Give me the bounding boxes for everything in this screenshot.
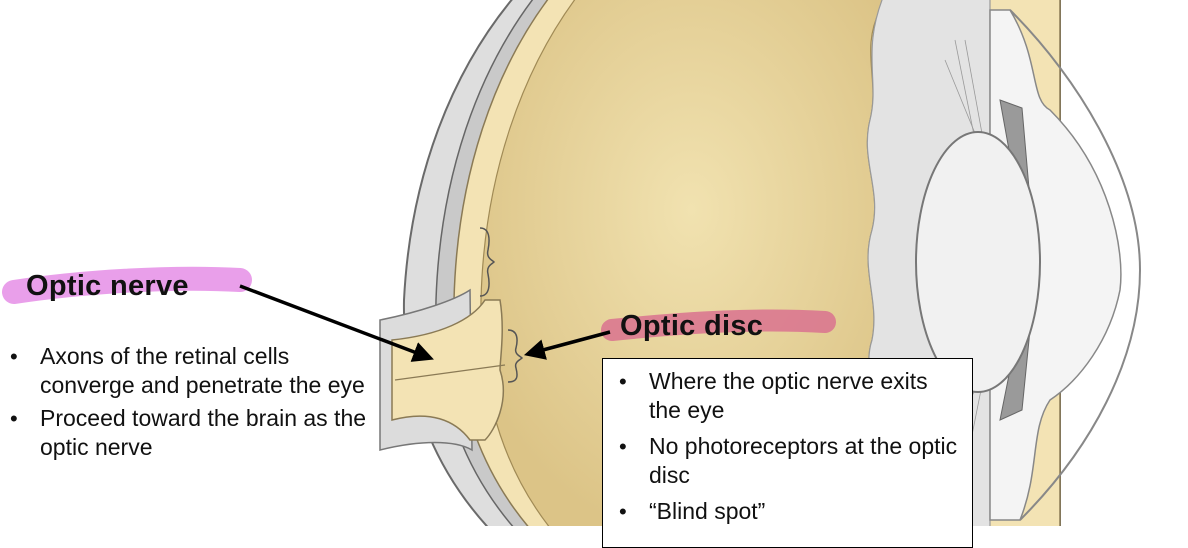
cornea bbox=[1009, 9, 1142, 521]
optic-nerve-highlight bbox=[2, 266, 252, 304]
list-item: Axons of the retinal cells converge and … bbox=[6, 342, 376, 400]
optic-disc-arrow bbox=[523, 330, 611, 360]
list-item: Proceed toward the brain as the optic ne… bbox=[6, 404, 376, 462]
optic-nerve-bullets: Axons of the retinal cells converge and … bbox=[6, 342, 376, 466]
list-item: “Blind spot” bbox=[615, 497, 965, 526]
optic-disc-heading: Optic disc bbox=[620, 310, 764, 342]
optic-nerve bbox=[391, 299, 505, 441]
list-item: No photoreceptors at the optic disc bbox=[615, 432, 965, 490]
optic-disc-brace bbox=[507, 329, 524, 383]
optic-disc-callout: Where the optic nerve exits the eye No p… bbox=[602, 358, 973, 548]
optic-nerve-arrow bbox=[239, 284, 434, 362]
optic-nerve-heading: Optic nerve bbox=[26, 270, 189, 302]
optic-disc-bullets: Where the optic nerve exits the eye No p… bbox=[615, 367, 965, 533]
optic-disc-highlight bbox=[601, 309, 836, 341]
lens bbox=[915, 131, 1041, 393]
retina-brace bbox=[479, 227, 496, 297]
central-retinal-vessel bbox=[394, 364, 506, 381]
list-item: Where the optic nerve exits the eye bbox=[615, 367, 965, 425]
